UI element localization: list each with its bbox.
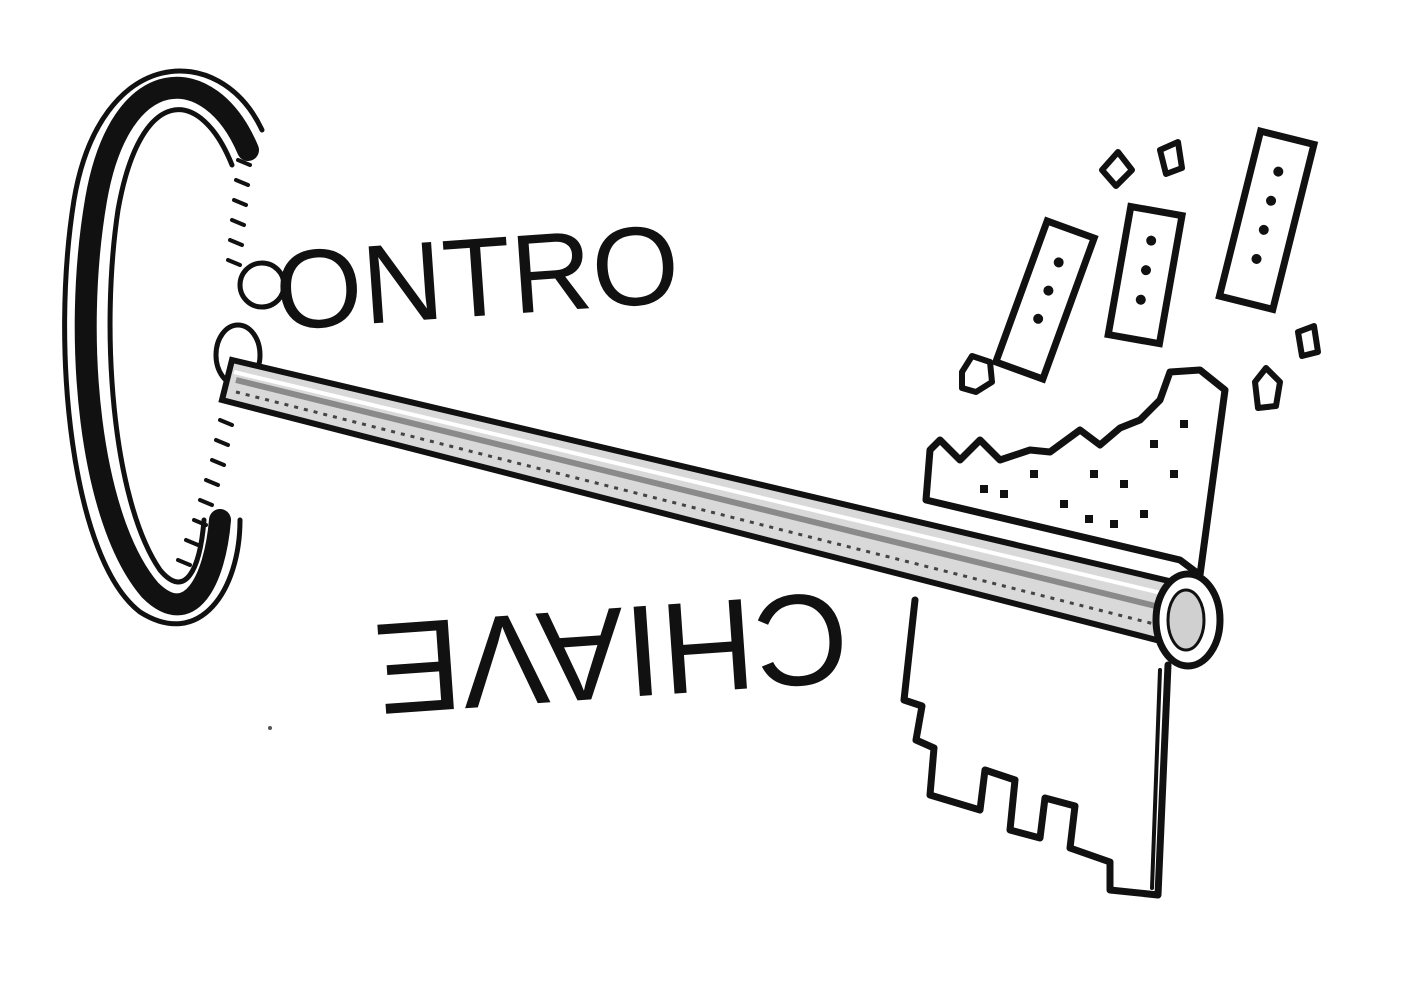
key-bow-c-letter	[62, 68, 287, 627]
bow-tick-marks	[176, 138, 254, 567]
fragment-chip-1	[1099, 149, 1135, 189]
key-bit-broken	[922, 366, 1229, 579]
word-ontro: ONTRO	[271, 201, 683, 354]
word-chiave: CHIAVE	[370, 564, 853, 743]
fragment-chip-3	[959, 353, 995, 395]
fragment-block-left	[991, 216, 1099, 384]
flying-fragments	[959, 126, 1321, 411]
fragment-block-right	[1215, 126, 1319, 314]
fragment-block-middle	[1104, 202, 1187, 348]
key-bit	[900, 596, 1172, 899]
bow-upper-knob	[237, 260, 287, 310]
key-shaft	[218, 356, 1190, 649]
fragment-chip-4	[1252, 365, 1283, 411]
fragment-chip-2	[1157, 139, 1185, 177]
stray-dot	[268, 726, 272, 730]
fragment-chip-5	[1295, 323, 1321, 359]
bit-dot-pattern	[980, 420, 1188, 528]
shaft-tip	[1152, 570, 1224, 670]
